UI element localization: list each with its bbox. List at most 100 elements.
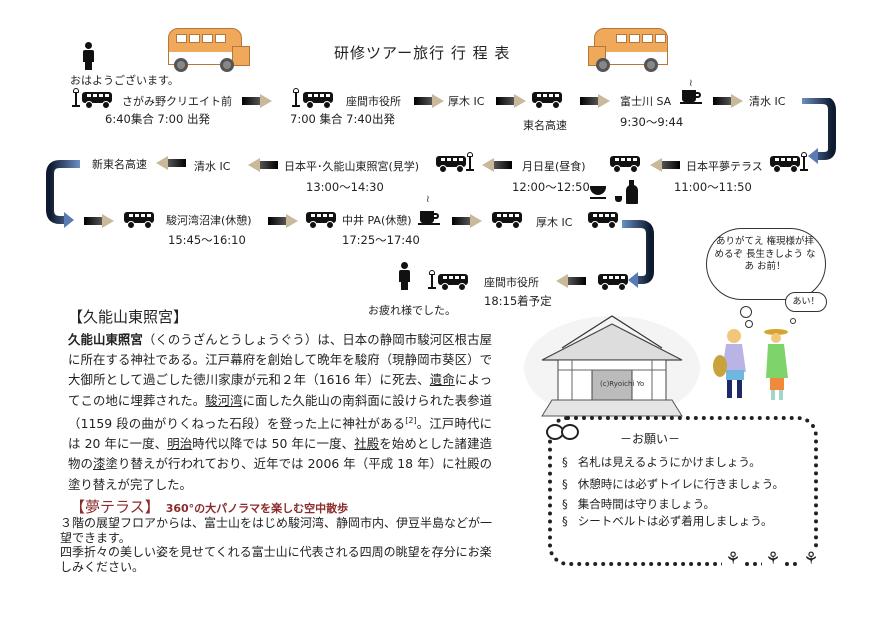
stop-nakai-pa: 中井 PA(休憩) [342,214,412,227]
stop-tomei-expressway: 東名高速 [523,119,567,132]
link-meiji[interactable]: 明治 [167,436,193,452]
reply-bubble: あい！ [785,292,827,312]
arrow-right-icon [268,214,298,228]
request-item: §休憩時には必ずトイレに行きましょう。 [562,477,785,491]
butterfly-icon [544,422,579,440]
greeting-start: おはようございます。 [70,74,179,87]
time-arrival: 18:15着予定 [484,294,552,308]
time-tsukihiboshi-lunch: 12:00～12:50 [512,180,590,194]
time-yume-terrace: 11:00～11:50 [674,180,752,194]
stop-shimizu-ic-return: 清水 IC [194,160,231,173]
illustration-watermark: (c)Ryoichi Yo [600,380,644,388]
travelers-illustration [713,329,788,400]
arrow-right-icon [713,94,743,108]
retro-bus-illustration-right [588,28,672,76]
arrow-right-icon [580,94,610,108]
bus-icon [598,274,628,291]
stop-sagamino: さがみ野クリエイト前 [122,95,232,108]
tulip-icon: ⚘ [722,548,744,570]
bus-icon [436,156,466,173]
arrow-left-icon [556,274,586,288]
yume-terrace-subheading: 360°の大パノラマを楽しむ空中散歩 [165,502,349,515]
bus-stop-icon [72,88,80,108]
bus-icon [532,92,562,109]
arrow-left-icon [248,158,278,172]
thought-cloud-text: ありがてえ 権現様が拝めるぞ 長生きしよう なあ お前！ [714,236,816,272]
bus-icon [303,92,333,109]
coffee-cup-icon [418,206,442,226]
arrow-right-icon [496,94,526,108]
steam-icon: ≀ [426,194,430,205]
retro-bus-illustration-left [164,28,250,76]
stop-zama-city-hall-arrival: 座間市役所 [484,276,539,289]
arrow-right-icon [84,214,114,228]
request-title: －お願い－ [620,432,681,446]
sake-bottle-icon [625,180,639,204]
link-surugawan[interactable]: 駿河湾 [205,392,243,408]
yume-terrace-description: ３階の展望フロアからは、富士山をはじめ駿河湾、静岡市内、伊豆半島などが一望できま… [60,516,493,574]
stop-atsugi-ic-return: 厚木 IC [536,216,573,229]
time-fujikawa-sa: 9:30～9:44 [620,115,684,129]
bus-stop-icon [292,88,300,108]
kunozan-lead: 久能山東照宮 [68,332,143,347]
stop-yume-terrace: 日本平夢テラス [686,160,763,173]
time-nakai-pa: 17:25～17:40 [342,233,420,247]
bus-stop-icon [800,152,808,172]
time-surugawan-numazu: 15:45～16:10 [168,233,246,247]
bus-icon [306,212,336,229]
tulip-icon: ⚘ [762,548,784,570]
bus-icon [492,212,522,229]
shrine-illustration: (c)Ryoichi Yo [524,315,700,420]
rice-bowl-icon [590,186,606,200]
request-item: §名札は見えるようにかけましょう。 [562,455,761,469]
request-item: §シートベルトは必ず着用しましょう。 [562,514,773,528]
bus-stop-icon [428,270,436,290]
yume-terrace-heading: 【夢テラス】360°の大パノラマを楽しむ空中散歩 [70,498,349,516]
request-item: §集合時間は守りましょう。 [562,497,716,511]
thought-dot [745,320,753,328]
coffee-cup-icon [680,85,704,105]
turn-arrow-right [802,98,836,164]
thought-dot [790,318,796,324]
turn-arrow-right [622,220,654,288]
link-yumei[interactable]: 遺命 [429,372,455,388]
thought-cloud [706,228,826,300]
stop-shin-tomei-expressway: 新東名高速 [92,158,147,171]
bus-icon [770,156,800,173]
bus-icon [438,274,468,291]
bus-icon [610,156,640,173]
arrow-left-icon [156,156,186,170]
bus-icon [124,212,154,229]
sake-cup-icon [615,196,622,202]
arrow-left-icon [482,158,512,172]
footnote-ref[interactable]: [2] [405,415,417,425]
time-kunozan-toshogu: 13:00～14:30 [306,180,384,194]
arrow-left-icon [650,158,680,172]
link-urushi[interactable]: 漆 [93,456,106,472]
stop-shimizu-ic: 清水 IC [749,95,786,108]
arrow-right-icon [452,214,482,228]
stop-fujikawa-sa: 富士川 SA [620,95,672,108]
kunozan-heading: 【久能山東照宮】 [68,308,189,326]
time-zama-city-hall: 7:00 集合 7:40出発 [290,112,395,126]
page-title: 研修ツアー旅行 行 程 表 [334,44,511,62]
time-sagamino: 6:40集合 7:00 出発 [105,112,210,126]
stop-kunozan-toshogu: 日本平･久能山東照宮(見学) [284,160,420,173]
steam-icon: ≀ [689,78,693,89]
link-shaden[interactable]: 社殿 [354,436,380,452]
stop-surugawan-numazu: 駿河湾沼津(休憩) [166,214,252,227]
stop-tsukihiboshi-lunch: 月日星(昼食) [522,160,586,173]
person-icon [82,42,94,70]
bus-stop-icon [466,152,474,172]
tulip-icon: ⚘ [800,548,822,570]
arrow-right-icon [414,94,444,108]
stop-atsugi-ic: 厚木 IC [448,95,485,108]
bus-icon [588,212,618,229]
person-icon [398,262,410,290]
thought-dot [740,306,752,318]
request-box [548,416,818,566]
bus-icon [82,92,112,109]
stop-zama-city-hall: 座間市役所 [346,95,401,108]
turn-arrow-left [46,160,80,228]
greeting-end: お疲れ様でした。 [368,304,456,317]
